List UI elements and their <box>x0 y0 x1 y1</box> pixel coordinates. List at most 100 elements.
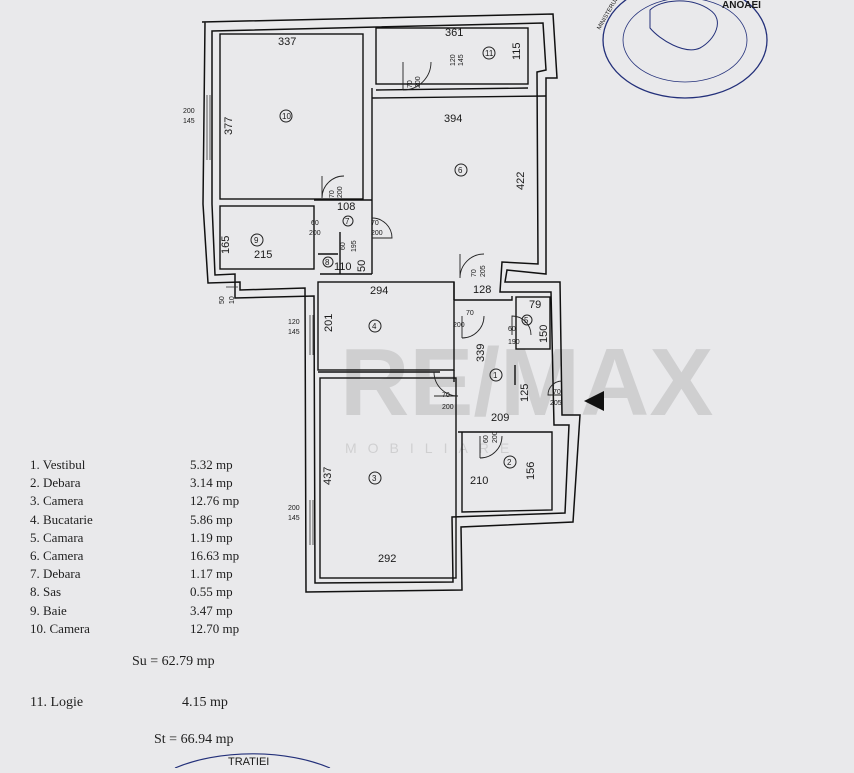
svg-text:ANOAEI: ANOAEI <box>722 0 761 11</box>
legend-row: 2. Debara 3.14 mp <box>30 474 290 492</box>
svg-text:60: 60 <box>340 242 347 250</box>
svg-text:195: 195 <box>351 240 358 252</box>
legend-row: 10. Camera 12.70 mp <box>30 620 290 638</box>
dimensions: 337 377 361 115 394 422 165 215 110 50 1… <box>220 27 550 565</box>
svg-text:110: 110 <box>334 261 352 273</box>
bottom-stamp: TRATIEI <box>174 753 331 769</box>
svg-text:200: 200 <box>288 505 300 512</box>
remax-watermark: RE/MAX MOBILIARE <box>340 329 713 456</box>
svg-text:150: 150 <box>538 325 550 343</box>
legend-room-name: 8. Sas <box>30 584 62 600</box>
legend-room-area: 12.70 mp <box>190 620 240 636</box>
legend-room-area: 3.14 mp <box>190 475 233 491</box>
legend-room-area: 5.32 mp <box>190 457 233 472</box>
svg-text:200: 200 <box>415 76 422 88</box>
room-number-5: 5 <box>521 314 533 326</box>
room-number-3: 3 <box>368 471 382 485</box>
legend-room-area: 16.63 mp <box>190 548 240 564</box>
svg-text:70: 70 <box>329 190 336 198</box>
legend-room-area: 1.17 mp <box>190 566 233 582</box>
svg-text:394: 394 <box>444 113 462 125</box>
svg-text:337: 337 <box>278 36 296 48</box>
svg-text:165: 165 <box>220 236 232 254</box>
svg-text:TRATIEI: TRATIEI <box>228 756 269 768</box>
legend-room-area: 1.19 mp <box>190 529 233 545</box>
legend-room-name: 9. Baie <box>30 602 67 618</box>
legend-room-area: 12.76 mp <box>190 493 240 509</box>
svg-text:339: 339 <box>475 344 487 362</box>
svg-text:108: 108 <box>337 201 355 213</box>
svg-text:190: 190 <box>508 339 520 346</box>
svg-text:2: 2 <box>507 458 512 467</box>
svg-text:361: 361 <box>445 27 463 39</box>
svg-text:120: 120 <box>288 319 300 326</box>
svg-text:156: 156 <box>525 462 537 480</box>
outer-walls <box>201 13 581 593</box>
svg-text:60: 60 <box>311 220 319 227</box>
svg-text:70: 70 <box>553 389 561 396</box>
svg-text:200: 200 <box>453 322 465 329</box>
legend-room-name: 5. Camara <box>30 529 84 545</box>
cadastre-stamp: ANOAEI MINISTERUL ADMINISTRATIEI · OFICI… <box>597 0 768 99</box>
legend-row: 6. Camera 16.63 mp <box>30 547 290 565</box>
svg-text:377: 377 <box>223 117 235 135</box>
svg-text:60: 60 <box>483 435 490 443</box>
svg-text:70: 70 <box>471 269 478 277</box>
legend-row: 4. Bucatarie 5.86 mp <box>30 511 290 529</box>
svg-text:6: 6 <box>458 166 463 175</box>
entry-arrow-icon <box>584 391 604 411</box>
windows <box>206 95 314 545</box>
legend-room-area: 5.86 mp <box>190 511 233 527</box>
svg-text:200: 200 <box>183 108 195 115</box>
svg-text:145: 145 <box>288 329 300 336</box>
legend-row: 5. Camara 1.19 mp <box>30 529 290 547</box>
svg-text:200: 200 <box>337 186 344 198</box>
svg-text:MOBILIARE: MOBILIARE <box>345 440 520 456</box>
svg-text:200: 200 <box>492 431 499 443</box>
svg-text:3: 3 <box>372 474 377 483</box>
legend-room-name: 3. Camera <box>30 493 84 509</box>
room-number-9: 9 <box>250 233 264 247</box>
svg-text:145: 145 <box>288 515 300 522</box>
svg-text:8: 8 <box>325 258 330 267</box>
useful-area-total: Su = 62.79 mp <box>132 654 215 669</box>
svg-text:200: 200 <box>371 230 383 237</box>
logie-area: 4.15 mp <box>182 695 228 710</box>
room-number-8: 8 <box>322 256 334 268</box>
svg-text:60: 60 <box>508 326 516 333</box>
svg-text:125: 125 <box>519 384 531 402</box>
opening-labels: 200 145 1 201 4 5 200 145 50 10 120 145 70 20… <box>183 54 562 522</box>
svg-text:209: 209 <box>491 412 509 424</box>
legend-room-name: 4. Bucatarie <box>30 511 93 527</box>
svg-text:7: 7 <box>345 217 350 226</box>
room-number-4: 4 <box>368 319 382 333</box>
logie-row: 11. Logie 4.15 mp <box>30 695 228 711</box>
inner-walls <box>219 27 553 579</box>
svg-text:201: 201 <box>323 314 335 332</box>
room-number-1: 1 <box>489 368 503 382</box>
svg-text:10: 10 <box>229 296 236 304</box>
svg-text:205: 205 <box>550 400 562 407</box>
svg-text:145: 145 <box>458 54 465 66</box>
svg-text:50: 50 <box>219 296 226 304</box>
svg-text:294: 294 <box>370 285 388 297</box>
svg-text:10: 10 <box>282 112 291 121</box>
svg-text:128: 128 <box>473 284 491 296</box>
legend-room-name: 6. Camera <box>30 548 84 564</box>
svg-text:9: 9 <box>254 236 259 245</box>
door-swings <box>321 61 563 459</box>
svg-text:437: 437 <box>322 467 334 485</box>
room-numbers: 10 11 6 9 8 7 4 5 1 3 2 <box>250 46 533 485</box>
svg-text:70: 70 <box>466 310 474 317</box>
room-number-7: 7 <box>342 215 354 227</box>
legend-room-name: 2. Debara <box>30 475 81 491</box>
legend-room-name: 10. Camera <box>30 620 90 636</box>
svg-text:292: 292 <box>378 553 396 565</box>
room-number-11: 11 <box>482 46 496 60</box>
svg-text:210: 210 <box>470 475 488 487</box>
